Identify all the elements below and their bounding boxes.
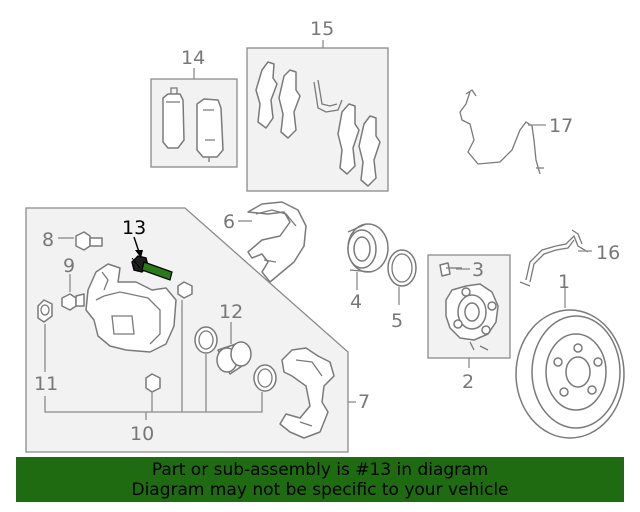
- callout-9[interactable]: 9: [63, 255, 75, 277]
- part-16-group[interactable]: 16: [519, 229, 620, 287]
- part-17-group[interactable]: 17: [459, 89, 573, 175]
- part-14-pad-right: [196, 98, 224, 158]
- callout-8[interactable]: 8: [42, 229, 54, 251]
- callout-13[interactable]: 13: [122, 217, 146, 239]
- part-9-bleeder[interactable]: 9: [61, 255, 85, 311]
- part-14-pad-left: [162, 93, 185, 149]
- callout-5[interactable]: 5: [391, 310, 403, 332]
- part-10-bushings[interactable]: 10: [44, 281, 263, 445]
- callout-12[interactable]: 12: [219, 301, 243, 323]
- callout-16[interactable]: 16: [596, 242, 620, 264]
- notice-line-2: Diagram may not be specific to your vehi…: [131, 480, 509, 500]
- notice-line-1: Part or sub-assembly is #13 in diagram: [151, 460, 489, 480]
- part-8-bolt[interactable]: 8: [42, 229, 103, 251]
- part-15-pad-d: [358, 115, 381, 187]
- part-2-group[interactable]: 2 3: [427, 254, 511, 393]
- part-15-clip-a: [313, 81, 343, 113]
- callout-17[interactable]: 17: [549, 115, 573, 137]
- part-16-sensor: [525, 234, 589, 281]
- callout-14[interactable]: 14: [181, 47, 205, 69]
- callout-15[interactable]: 15: [310, 18, 334, 40]
- part-15-pad-b: [278, 69, 301, 139]
- callout-4[interactable]: 4: [350, 291, 362, 313]
- part-14-group[interactable]: 14: [150, 47, 238, 168]
- part-15-pad-c: [337, 103, 360, 175]
- callout-7[interactable]: 7: [358, 391, 370, 413]
- notice-banner: Part or sub-assembly is #13 in diagram D…: [16, 457, 624, 502]
- part-1-group[interactable]: 1: [515, 271, 625, 439]
- part-11-boot[interactable]: 11: [34, 299, 58, 395]
- part-13-guide-pin[interactable]: 13: [122, 217, 173, 281]
- part-12-piston[interactable]: 12: [216, 301, 252, 375]
- callout-11[interactable]: 11: [34, 373, 58, 395]
- part-6-group[interactable]: 6: [223, 201, 307, 283]
- callout-2[interactable]: 2: [462, 371, 474, 393]
- callout-6[interactable]: 6: [223, 211, 235, 233]
- part-3-bolt[interactable]: 3: [439, 259, 484, 281]
- part-17-sensor: [459, 91, 541, 175]
- part-6-shield: [247, 201, 307, 283]
- part-15-group[interactable]: 15: [246, 18, 389, 192]
- caliper-bracket: [279, 347, 335, 439]
- callout-1[interactable]: 1: [558, 271, 570, 293]
- part-5-group[interactable]: 5: [387, 249, 417, 332]
- part-4-group[interactable]: 4: [347, 223, 389, 313]
- caliper-body: [85, 263, 177, 353]
- part-7-group[interactable]: 7 12 8: [25, 207, 370, 453]
- callout-3[interactable]: 3: [472, 259, 484, 281]
- callout-10[interactable]: 10: [130, 423, 154, 445]
- part-15-pad-a: [255, 61, 278, 129]
